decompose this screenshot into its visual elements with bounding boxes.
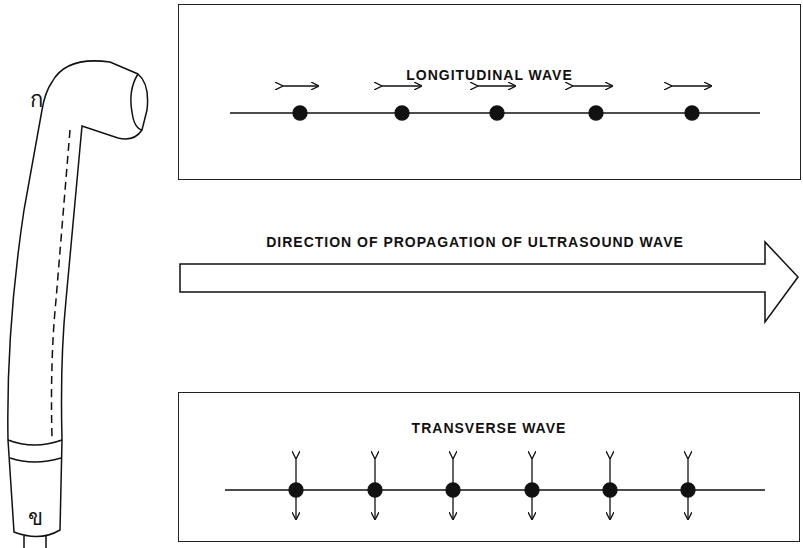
- longitudinal-particles: [230, 86, 760, 120]
- wave-panel: LONGITUDINAL WAVE: [178, 4, 801, 180]
- panel-title: TRANSVERSE WAVE: [179, 420, 799, 436]
- panel-letter: ข: [28, 500, 58, 535]
- transverse-particles: [225, 458, 765, 519]
- propagation-arrow: [180, 242, 798, 322]
- panel-letter: ก: [30, 82, 60, 117]
- arrow-caption: DIRECTION OF PROPAGATION OF ULTRASOUND W…: [180, 234, 770, 250]
- ultrasound-probe: [8, 61, 148, 548]
- panel-title: LONGITUDINAL WAVE: [179, 67, 800, 83]
- wave-panel: TRANSVERSE WAVE: [178, 392, 800, 542]
